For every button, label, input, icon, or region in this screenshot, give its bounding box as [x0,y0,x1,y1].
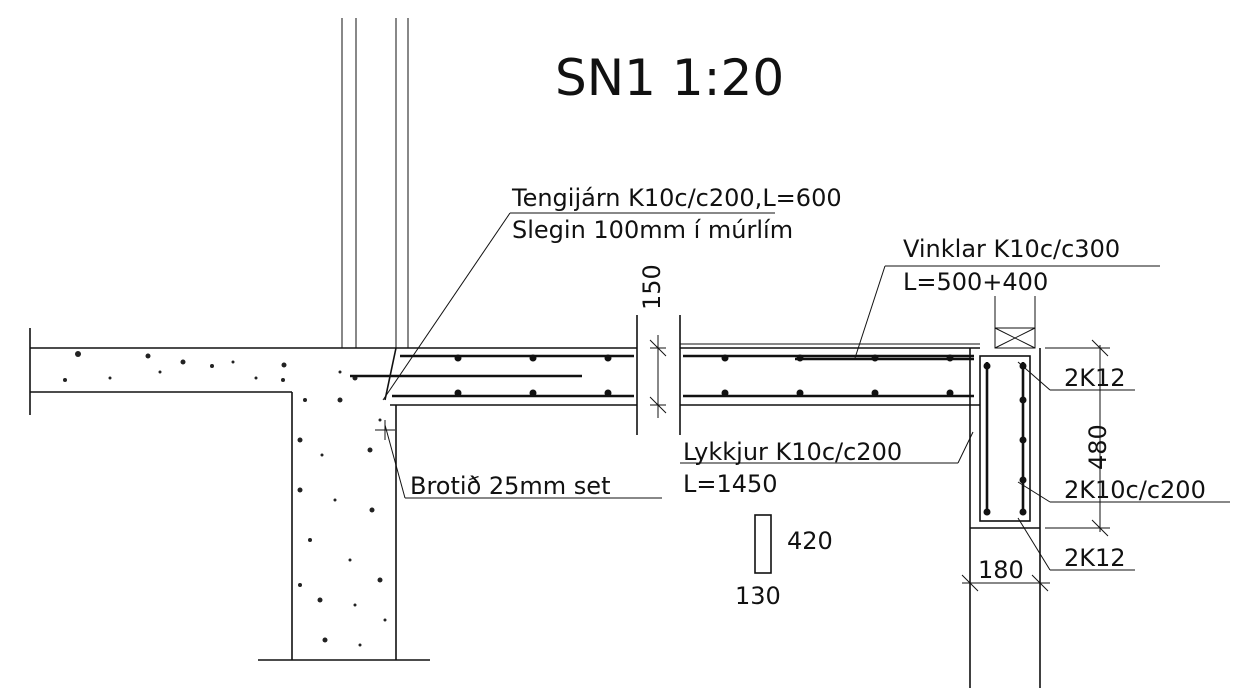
label-lykkjur-length: L=1450 [683,470,778,498]
beam-top-box [994,296,1036,349]
label-vinklar: Vinklar K10c/c300 [903,235,1120,263]
break-lines [636,315,681,435]
upper-wall [341,18,409,348]
beam-width-dimension [961,574,1050,592]
label-slegin: Slegin 100mm í múrlím [512,216,793,244]
slab-thickness-dimension [649,335,667,418]
leader-lines [375,212,1230,571]
slab [390,343,980,406]
beam-height-label: 480 [1084,424,1112,470]
slab-rebar [392,354,974,398]
label-vinklar-length: L=500+400 [903,268,1048,296]
label-beam-top-bars: 2K12 [1064,364,1126,392]
concrete-section [29,328,430,661]
stirrup-detail-height: 420 [787,527,833,555]
label-brotid: Brotið 25mm set [410,472,610,500]
label-beam-bottom-bars: 2K12 [1064,544,1126,572]
drawing-title: SN1 1:20 [555,49,784,107]
label-beam-stirrups: 2K10c/c200 [1064,476,1206,504]
beam-width-label: 180 [978,556,1024,584]
stirrup-detail [754,514,772,574]
beam-height-dimension [1045,339,1110,537]
slab-thickness-label: 150 [638,264,666,310]
label-lykkjur: Lykkjur K10c/c200 [683,438,902,466]
concrete-hatch [63,351,387,647]
edge-beam [969,348,1041,688]
label-tengijarn: Tengijárn K10c/c200,L=600 [511,184,842,212]
stirrup-detail-width: 130 [735,582,781,610]
